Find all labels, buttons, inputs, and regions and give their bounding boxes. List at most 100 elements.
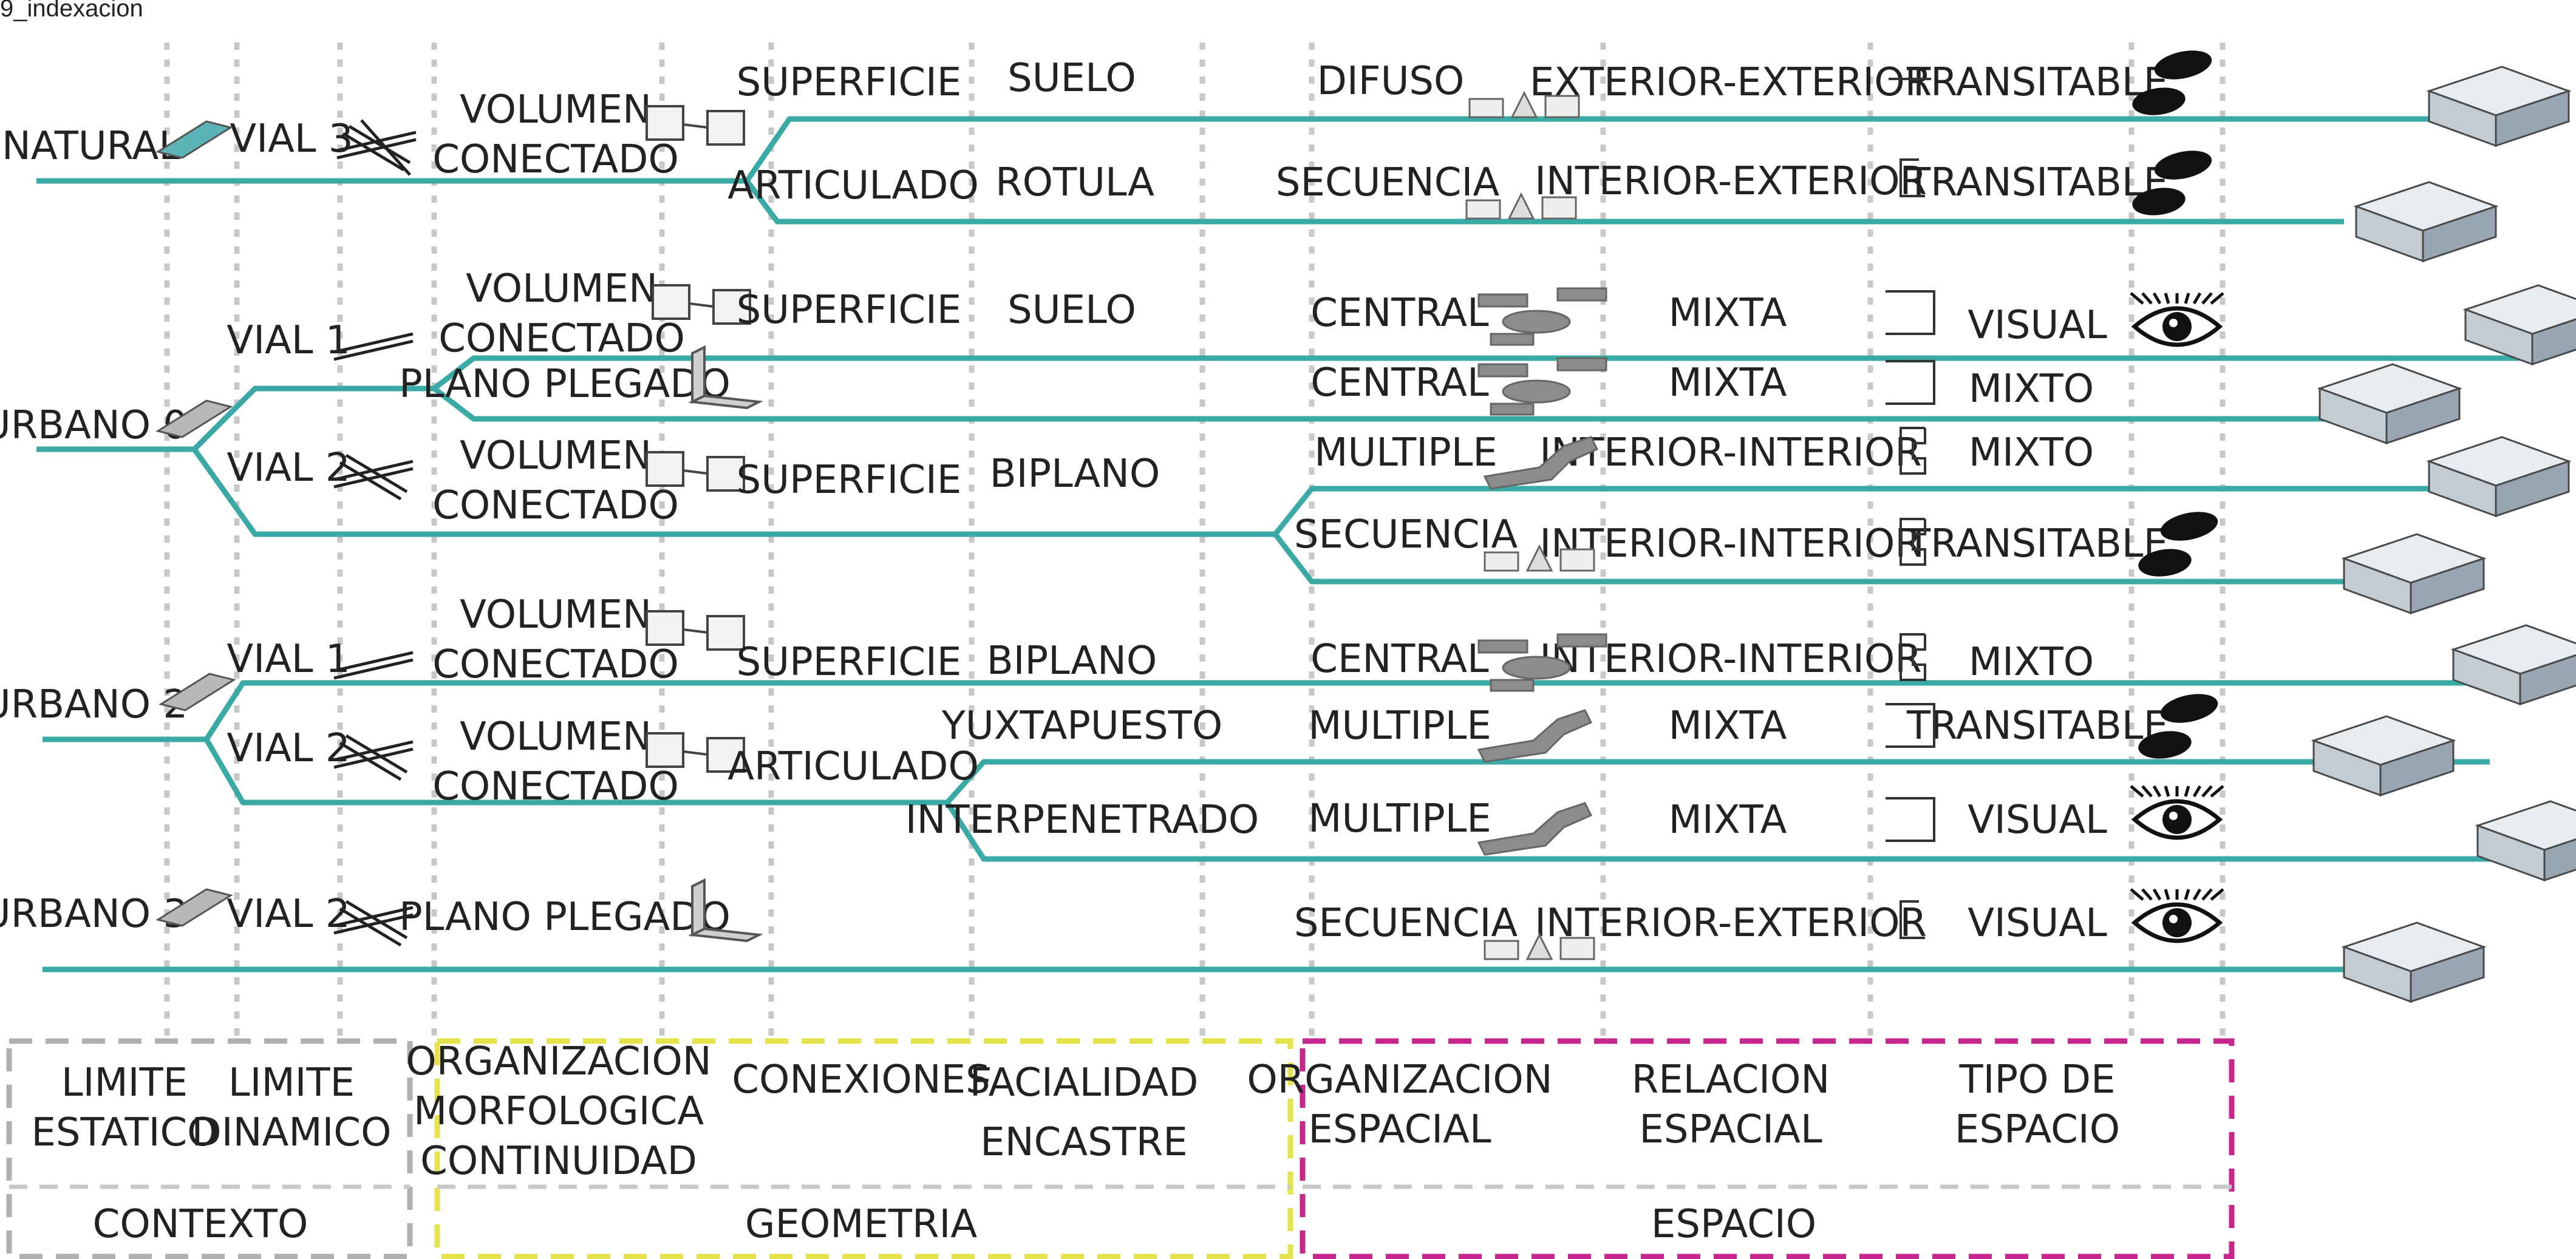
road-icon [336, 119, 417, 176]
road-label: VIAL 1 [227, 318, 350, 363]
spatial-plan-icon [1477, 357, 1607, 416]
building-thumbnail [2317, 363, 2462, 445]
space-type-label: MIXTO [1969, 367, 2094, 412]
volume-cubes-icon [646, 732, 745, 773]
footprints-icon [2132, 50, 2212, 115]
space-type-label: MIXTO [1969, 640, 2094, 685]
branch-line [432, 386, 2356, 422]
road-label: VIAL 3 [230, 117, 353, 161]
road-icon [333, 900, 414, 947]
road-icon [333, 332, 414, 361]
building-thumbnail [2341, 921, 2487, 1003]
context-label: URBANO 2 [0, 682, 188, 727]
spatial-plan-icon [1477, 802, 1593, 856]
footprints-icon [2138, 512, 2218, 577]
footprints-icon [2132, 151, 2212, 215]
building-thumbnail [2353, 181, 2499, 263]
spatial-org-label: SECUENCIA [1276, 160, 1499, 205]
relation-icon [1900, 900, 1925, 939]
facial-label: SUELO [1007, 56, 1136, 101]
relation-icon [1886, 360, 1935, 405]
morph-label: PLANO PLEGADO [399, 895, 731, 940]
context-label: NATURAL [2, 124, 180, 169]
connection-label: SUPERFICIE [737, 458, 962, 503]
facial-label: ROTULA [995, 160, 1154, 205]
spatial-plan-icon [1468, 90, 1580, 118]
spatial-plan-icon [1477, 709, 1593, 763]
relation-icon [1900, 427, 1926, 475]
spatial-org-label: MULTIPLE [1314, 430, 1498, 475]
branch-line [43, 680, 2544, 742]
connection-label: ARTICULADO [727, 163, 979, 208]
volume-cubes-icon [646, 451, 745, 492]
road-label: VIAL 2 [227, 446, 350, 490]
facial-label: BIPLANO [990, 452, 1160, 497]
spatial-plan-icon [1477, 287, 1607, 346]
space-type-label: VISUAL [1968, 798, 2107, 843]
branch-line [745, 179, 2344, 225]
branch-line [36, 355, 2538, 452]
footprints-icon [2138, 694, 2218, 759]
relation-icon [1900, 518, 1926, 566]
relation-label: INTERIOR-INTERIOR [1539, 521, 1921, 566]
geometry-legend-box [434, 1038, 1293, 1259]
connection-label: SUPERFICIE [737, 288, 962, 333]
road-icon [333, 734, 414, 781]
spatial-org-label: MULTIPLE [1308, 704, 1491, 748]
connection-label: SUPERFICIE [737, 640, 962, 685]
spatial-org-label: SECUENCIA [1294, 512, 1518, 557]
building-thumbnail [2475, 800, 2576, 882]
spatial-org-label: CENTRAL [1310, 291, 1489, 336]
building-thumbnail [2450, 624, 2576, 706]
spatial-org-label: CENTRAL [1310, 361, 1489, 406]
facial-label: INTERPENETRADO [905, 798, 1259, 843]
road-label: VIAL 2 [227, 892, 350, 937]
spatial-plan-icon [1477, 633, 1607, 692]
road-label: VIAL 1 [227, 637, 350, 682]
relation-label: MIXTA [1669, 291, 1787, 336]
building-thumbnail [2462, 284, 2576, 366]
building-thumbnail [2311, 715, 2456, 797]
spatial-plan-icon [1484, 544, 1595, 572]
spatial-plan-icon [1484, 932, 1595, 960]
connection-label: ARTICULADO [727, 744, 979, 789]
relation-label: INTERIOR-EXTERIOR [1535, 159, 1927, 204]
road-label: VIAL 2 [227, 726, 350, 771]
relation-icon [1886, 797, 1935, 842]
eye-icon [2130, 785, 2224, 840]
folded-plane-icon [688, 345, 763, 410]
space-legend-box [1300, 1038, 2235, 1259]
branch-line [1273, 532, 2368, 585]
context-label: URBANO 3 [0, 892, 188, 937]
relation-label: INTERIOR-EXTERIOR [1535, 901, 1927, 946]
morph-label: PLANO PLEGADO [399, 362, 731, 407]
diagram-caption: 9_indexacion [0, 0, 143, 22]
space-type-label: TRANSITABLE [1906, 60, 2168, 105]
relation-icon [1900, 633, 1926, 681]
terrain-icon [158, 673, 236, 711]
facial-label: SUELO [1007, 288, 1136, 333]
facial-label: BIPLANO [987, 639, 1157, 684]
eye-icon [2130, 292, 2224, 347]
relation-icon [1886, 290, 1935, 335]
relation-label: MIXTA [1669, 704, 1787, 748]
terrain-icon [155, 888, 233, 927]
relation-icon [1900, 158, 1925, 197]
relation-label: MIXTA [1669, 361, 1787, 406]
relation-label: INTERIOR-INTERIOR [1539, 430, 1921, 475]
volume-cubes-icon [646, 610, 745, 651]
building-thumbnail [2426, 436, 2572, 518]
relation-label: EXTERIOR-EXTERIOR [1530, 60, 1932, 105]
relation-icon [1886, 703, 1935, 748]
